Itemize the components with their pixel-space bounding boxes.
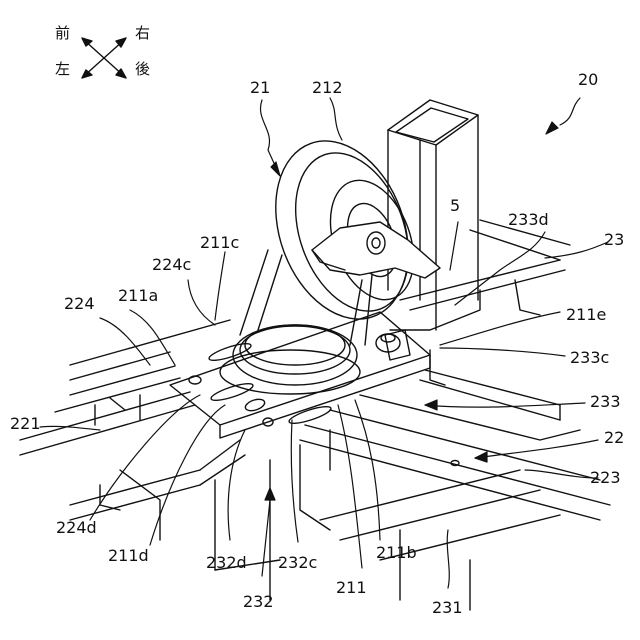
swivel-plate — [220, 325, 360, 394]
label-21: 21 — [250, 80, 270, 96]
label-5: 5 — [450, 198, 460, 214]
label-233d: 233d — [508, 212, 549, 228]
label-224c: 224c — [152, 257, 191, 273]
label-211: 211 — [336, 580, 367, 596]
label-224d: 224d — [56, 520, 97, 536]
label-212: 212 — [312, 80, 343, 96]
label-211e: 211e — [566, 307, 606, 323]
label-22: 22 — [604, 430, 624, 446]
label-211d: 211d — [108, 548, 149, 564]
label-231: 231 — [432, 600, 463, 616]
label-224: 224 — [64, 296, 95, 312]
direction-left: 左 — [55, 62, 70, 77]
direction-compass — [82, 38, 126, 78]
label-211a: 211a — [118, 288, 158, 304]
direction-rear: 後 — [135, 62, 150, 77]
direction-front: 前 — [55, 26, 70, 41]
label-221: 221 — [10, 416, 41, 432]
label-211c: 211c — [200, 235, 239, 251]
direction-right: 右 — [135, 26, 150, 41]
label-223: 223 — [590, 470, 621, 486]
label-23: 23 — [604, 232, 624, 248]
label-211b: 211b — [376, 545, 417, 561]
label-232: 232 — [243, 594, 274, 610]
label-233c: 233c — [570, 350, 609, 366]
label-233: 233 — [590, 394, 621, 410]
label-232d: 232d — [206, 555, 247, 571]
label-20: 20 — [578, 72, 598, 88]
label-232c: 232c — [278, 555, 317, 571]
leader-lines — [40, 98, 608, 588]
